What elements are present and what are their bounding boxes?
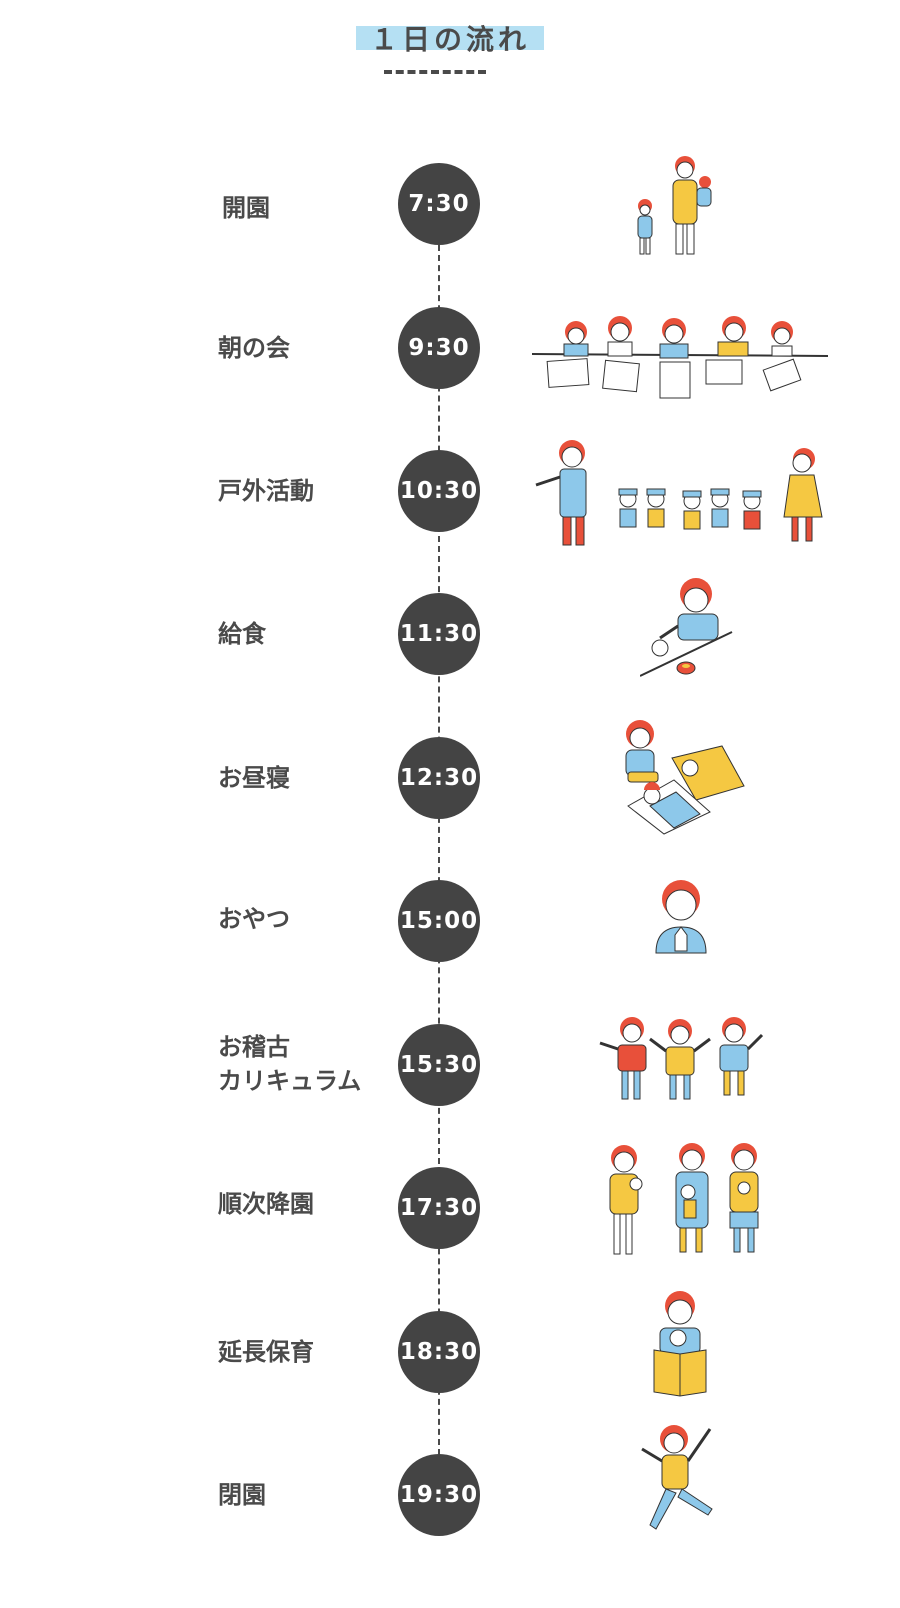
schedule-label: 給食 (218, 620, 266, 648)
schedule-label: 開園 (222, 194, 270, 222)
time-badge: 19:30 (398, 1454, 480, 1536)
child-with-hands-together-icon (652, 875, 710, 957)
timeline-line (438, 245, 440, 1455)
schedule-label: 閉園 (218, 1481, 266, 1509)
schedule-row: 給食 11:30 (0, 578, 900, 684)
schedule-label: 順次降園 (218, 1190, 314, 1218)
child-jumping-icon (636, 1421, 720, 1535)
title-divider (384, 70, 486, 74)
children-drawing-icon (532, 310, 828, 405)
schedule-row: 閉園 19:30 (0, 1425, 900, 1545)
children-napping-icon (612, 716, 747, 838)
schedule-row: 延長保育 18:30 (0, 1291, 900, 1402)
schedule-label: お昼寝 (218, 764, 290, 792)
time-badge: 11:30 (398, 593, 480, 675)
teacher-feeding-icon (640, 576, 736, 686)
schedule-label: お稽古 カリキュラム (218, 1033, 362, 1095)
schedule-row: お昼寝 12:30 (0, 720, 900, 835)
schedule-row: おやつ 15:00 (0, 871, 900, 971)
parents-holding-children-icon (600, 1140, 765, 1262)
time-badge: 15:00 (398, 880, 480, 962)
time-badge: 12:30 (398, 737, 480, 819)
schedule-label: 戸外活動 (218, 477, 314, 505)
schedule-label: 延長保育 (218, 1338, 314, 1366)
time-badge: 7:30 (398, 163, 480, 245)
schedule-label: おやつ (218, 905, 290, 933)
schedule-label: 朝の会 (218, 334, 290, 362)
time-badge: 17:30 (398, 1167, 480, 1249)
header: １日の流れ (0, 18, 900, 58)
page-title: １日の流れ (355, 18, 545, 58)
time-badge: 15:30 (398, 1024, 480, 1106)
time-badge: 18:30 (398, 1311, 480, 1393)
children-exercising-icon (596, 1015, 766, 1105)
time-badge: 9:30 (398, 307, 480, 389)
schedule-row: 開園 7:30 (0, 154, 900, 255)
schedule-row: 朝の会 9:30 (0, 298, 900, 399)
teacher-holding-child-icon (625, 154, 735, 264)
time-badge: 10:30 (398, 450, 480, 532)
schedule-row: 戸外活動 10:30 (0, 440, 900, 546)
schedule-row: お稽古 カリキュラム 15:30 (0, 1015, 900, 1115)
children-walking-icon (532, 437, 832, 552)
schedule-row: 順次降園 17:30 (0, 1143, 900, 1258)
teacher-reading-book-icon (648, 1288, 714, 1400)
